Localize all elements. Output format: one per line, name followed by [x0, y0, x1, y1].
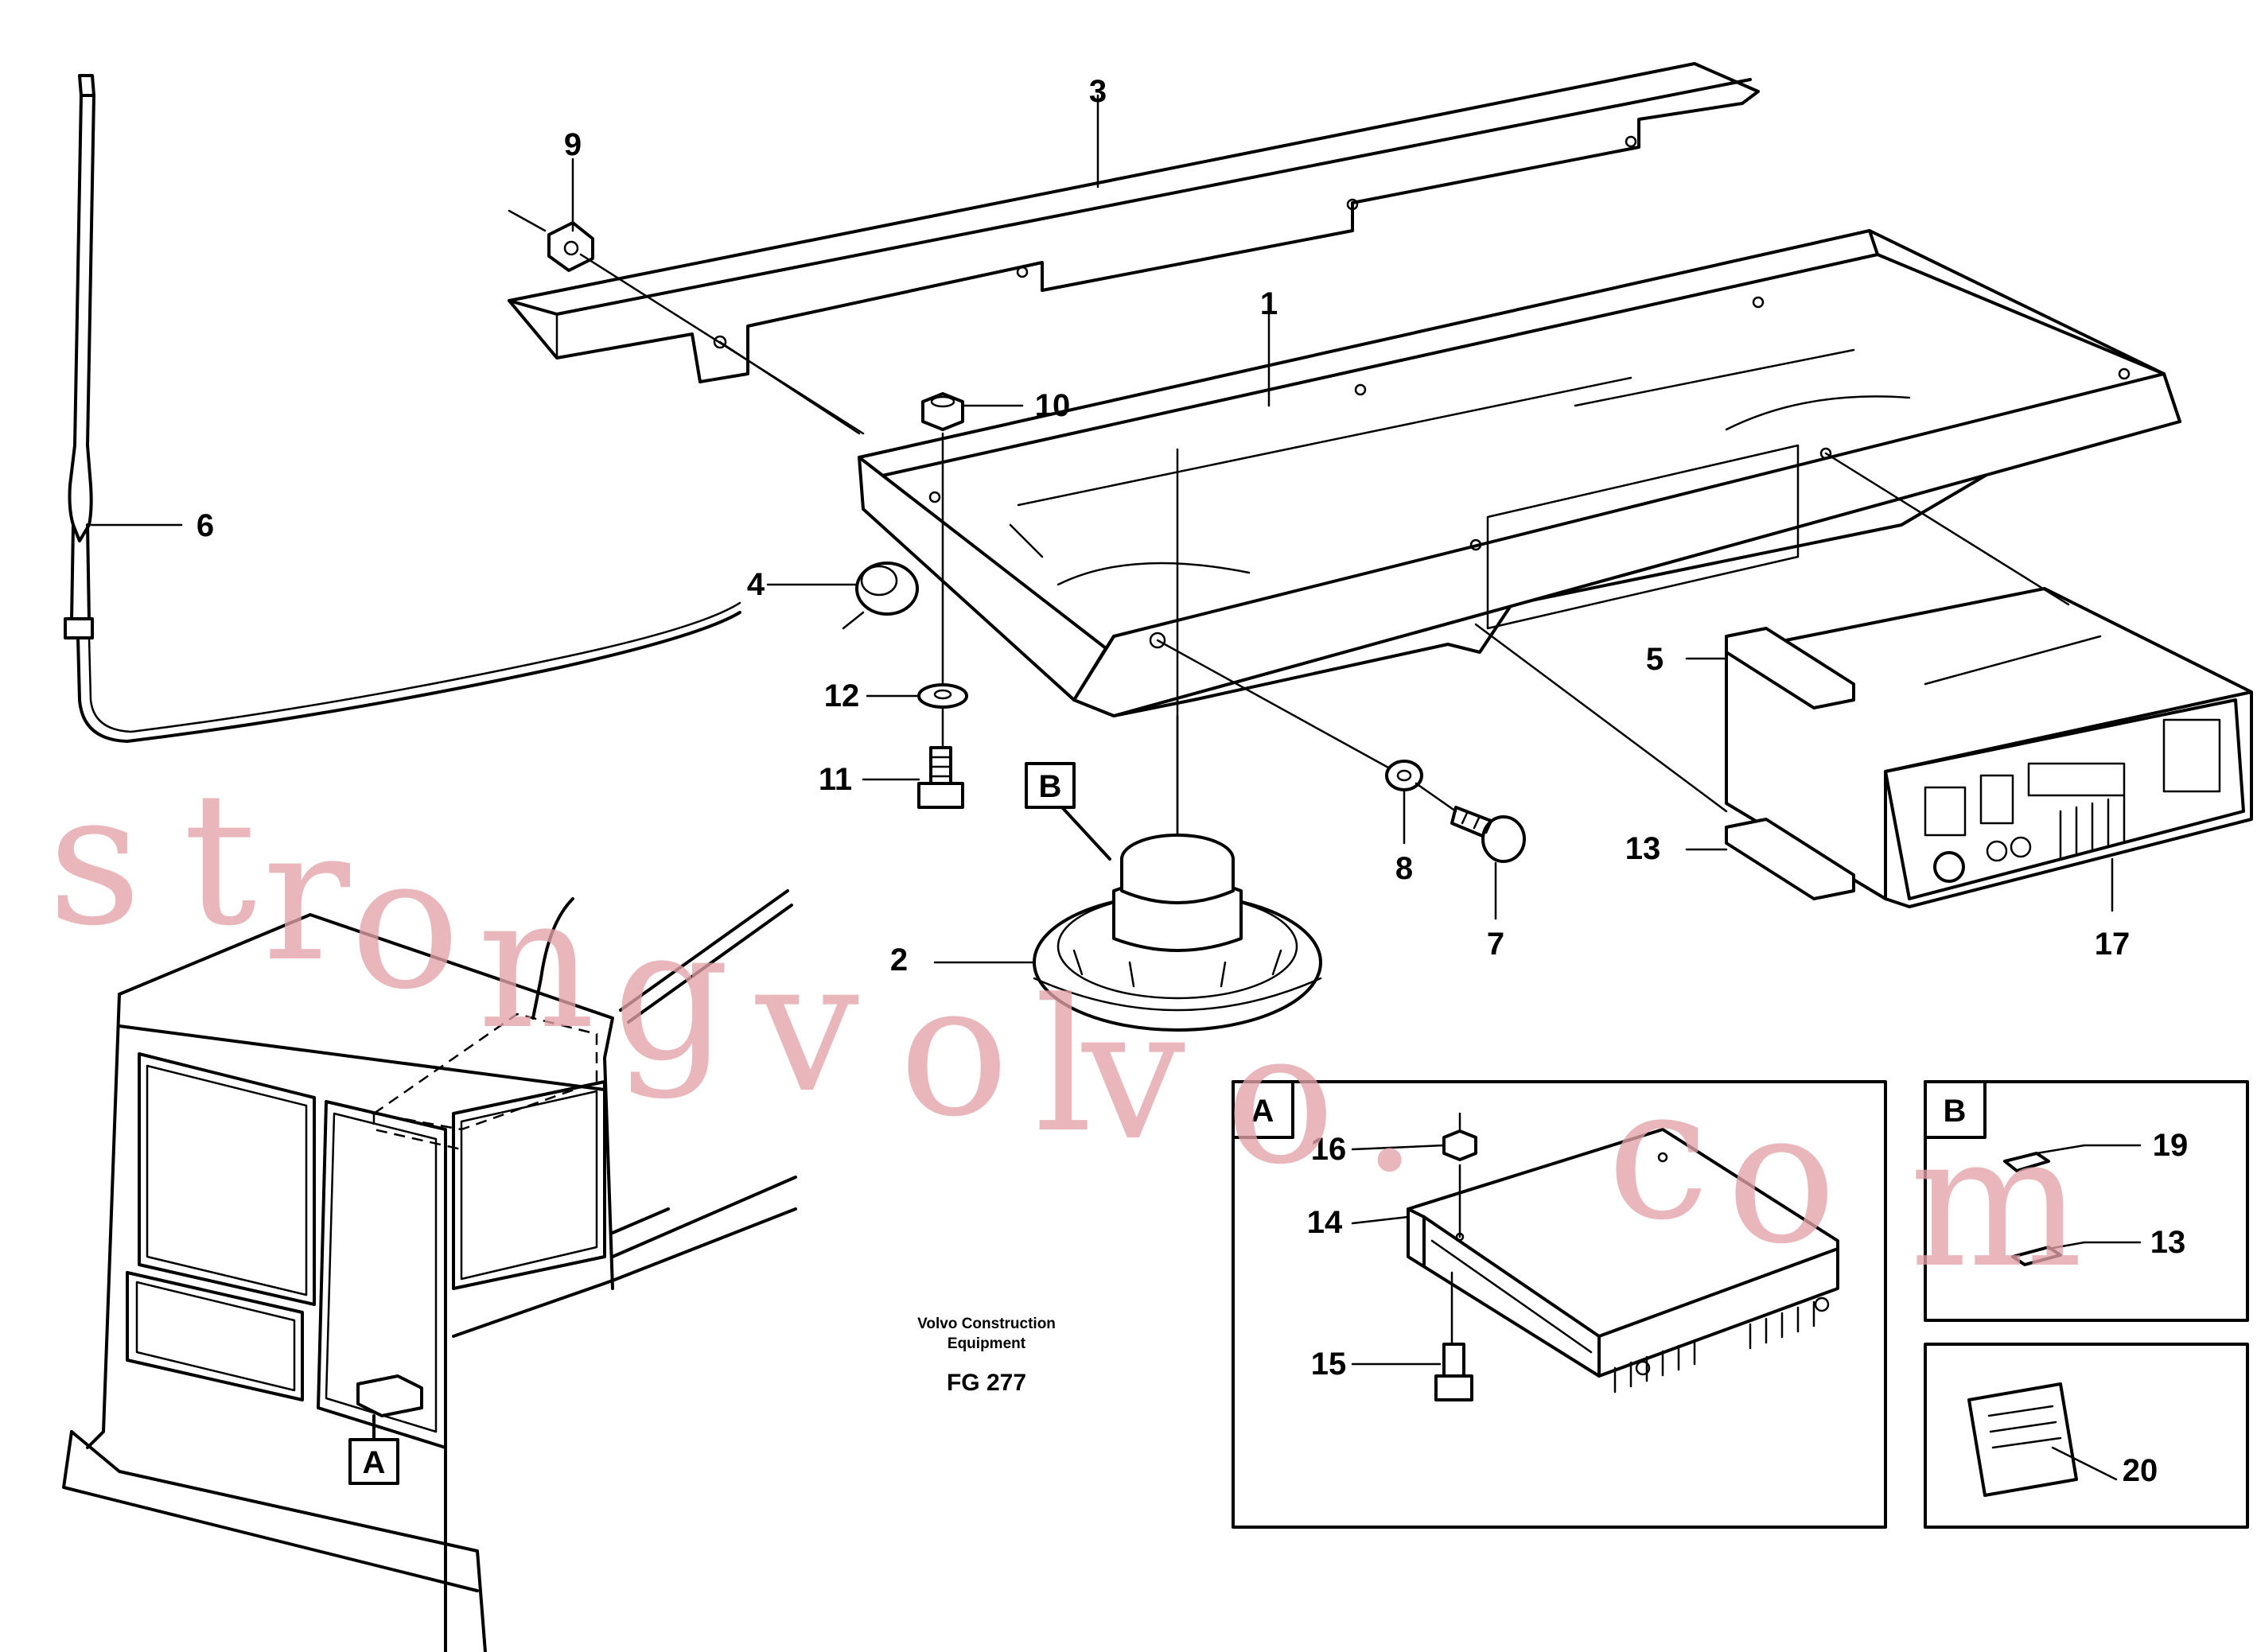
- callout-8: 8: [1395, 851, 1413, 886]
- callout-15: 15: [1311, 1347, 1347, 1382]
- callout-14: 14: [1307, 1205, 1343, 1240]
- view-marker-b-speaker-label: B: [1039, 769, 1062, 804]
- callout-13: 13: [1625, 831, 1661, 866]
- callout-leaders: [90, 94, 2142, 1366]
- watermark-letter: g: [613, 889, 730, 1102]
- mounting-strip-lower: [1725, 818, 1855, 900]
- watermark-letter: o: [350, 818, 460, 1030]
- callout-1: 1: [1260, 286, 1278, 321]
- washer-8-part: [1385, 760, 1423, 791]
- watermark-letter: o: [899, 945, 1009, 1157]
- speaker-part: [1033, 834, 1322, 1032]
- callout-13-detail-b: 13: [2150, 1225, 2186, 1260]
- callout-5: 5: [1646, 642, 1664, 677]
- callout-3: 3: [1089, 74, 1107, 109]
- top-bracket-part: [508, 62, 1760, 383]
- detail-label-frame: [1924, 1343, 2249, 1529]
- bolt-7-part: [1450, 806, 1526, 863]
- antenna-part: [64, 74, 741, 743]
- radio-unit-part: [1725, 587, 2253, 908]
- detail-a-label: A: [1251, 1094, 1274, 1129]
- callout-7: 7: [1487, 927, 1504, 962]
- watermark-letter: v: [755, 921, 859, 1133]
- watermark-letter: c: [1607, 1048, 1710, 1261]
- callout-20: 20: [2123, 1453, 2158, 1488]
- callout-4: 4: [747, 567, 765, 602]
- watermark-letter: .: [1360, 1001, 1418, 1213]
- detail-a-frame: A: [1232, 1080, 1887, 1529]
- watermark-letter: o: [1726, 1072, 1836, 1285]
- watermark-letter: m: [1909, 1096, 2083, 1308]
- console-panel-part: [858, 229, 2181, 717]
- callout-12: 12: [824, 678, 860, 713]
- watermark-letter: s: [48, 754, 142, 966]
- credit-line-1: Volvo Construction: [917, 1316, 1056, 1332]
- detail-b-label: B: [1944, 1094, 1967, 1129]
- callout-11: 11: [819, 762, 852, 797]
- callout-2: 2: [890, 943, 908, 978]
- callout-16: 16: [1311, 1132, 1347, 1167]
- watermark-letter: t: [183, 754, 256, 966]
- watermark-letter: v: [1081, 969, 1185, 1181]
- view-marker-a-cab-label: A: [363, 1445, 386, 1480]
- screw-11-part: [917, 746, 964, 809]
- grommet-4-part: [842, 562, 919, 630]
- callout-19: 19: [2153, 1128, 2189, 1163]
- watermark-letter: l: [1034, 961, 1093, 1173]
- cab-drawing: [62, 889, 797, 1652]
- view-marker-b-speaker: B: [1025, 762, 1111, 861]
- callout-10: 10: [1035, 388, 1071, 423]
- watermark-letter: r: [263, 790, 350, 1002]
- watermark-letter: o: [1225, 993, 1335, 1205]
- detail-b-frame: B: [1924, 1080, 2249, 1322]
- nut-9-part: [508, 209, 594, 272]
- mounting-strip-upper: [1725, 627, 1855, 709]
- callout-9: 9: [564, 127, 582, 162]
- assembly-lines: [579, 253, 2070, 837]
- callout-6: 6: [197, 508, 214, 543]
- callout-17: 17: [2095, 927, 2131, 962]
- callout-numbers: 1 2 3 4 5 6 7 8 9 10 11 12 13 13 14 15 1…: [197, 74, 2188, 1488]
- figure-code: FG 277: [947, 1370, 1026, 1396]
- watermark-letter: n: [477, 857, 595, 1070]
- figure-credit: Volvo Construction Equipment FG 277: [917, 1316, 1056, 1396]
- view-marker-a-cab: A: [348, 1438, 399, 1485]
- nut-10-part: [921, 392, 964, 431]
- credit-line-2: Equipment: [948, 1335, 1026, 1352]
- washer-12-part: [917, 683, 968, 709]
